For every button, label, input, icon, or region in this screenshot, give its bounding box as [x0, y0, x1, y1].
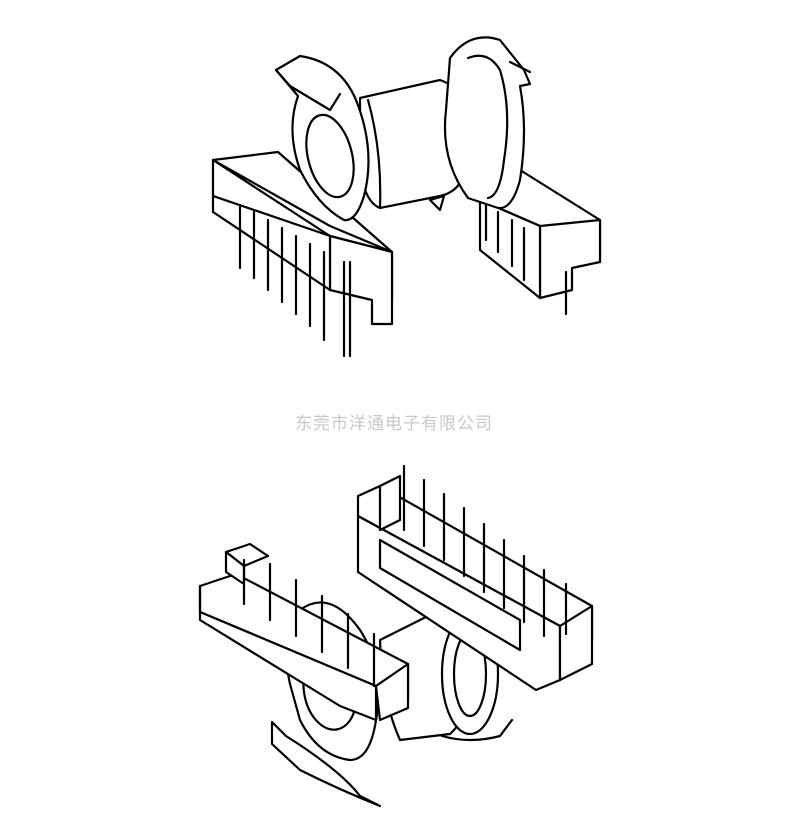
top-right-pins — [484, 203, 568, 316]
watermark-text: 东莞市洋通电子有限公司 — [295, 414, 493, 434]
bottom-left-row — [198, 542, 410, 722]
top-right-flange — [443, 36, 532, 210]
bottom-left-pins — [242, 558, 376, 688]
bottom-view-bobbin — [198, 464, 594, 808]
bottom-right-pins — [402, 464, 568, 638]
top-left-flange — [274, 54, 370, 222]
top-center-key — [428, 194, 446, 212]
top-view-bobbin — [211, 36, 602, 358]
bottom-right-row — [356, 474, 594, 692]
top-left-base — [211, 150, 394, 326]
top-left-pins — [238, 203, 352, 358]
